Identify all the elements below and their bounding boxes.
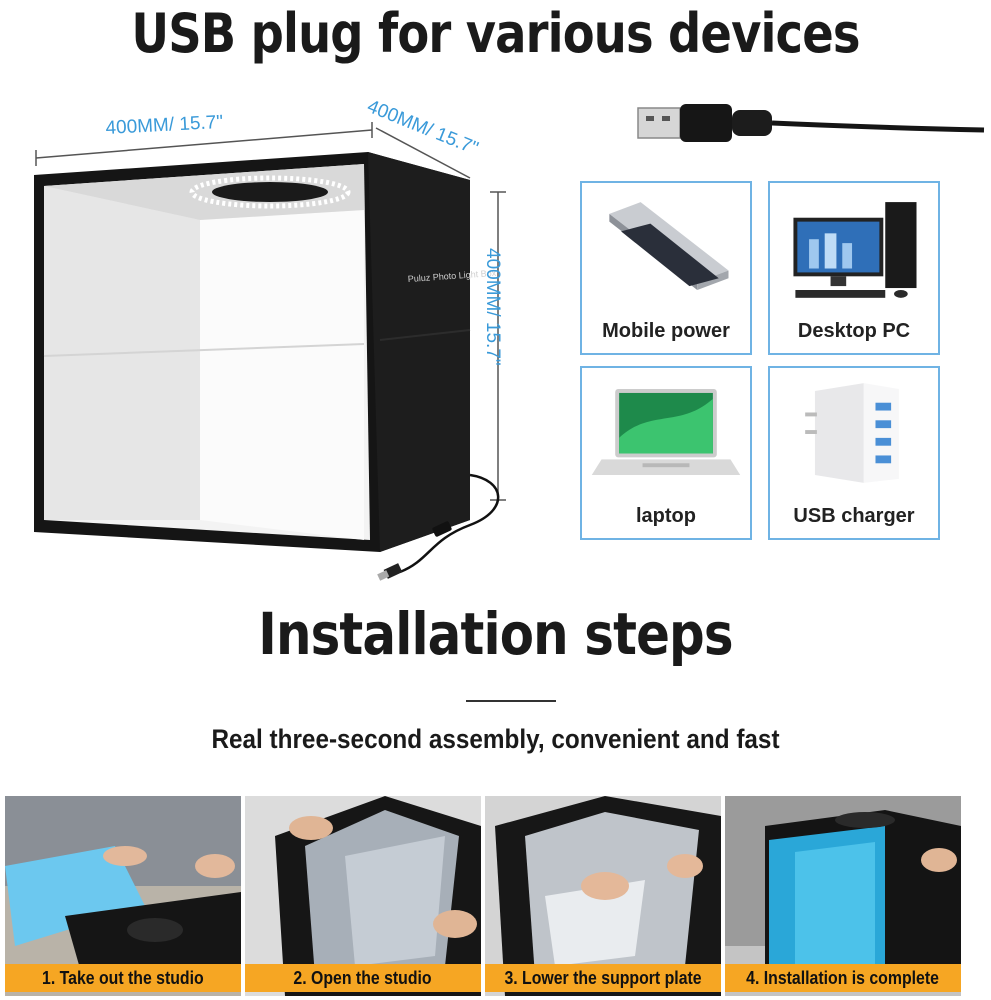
installation-title: Installation steps — [258, 600, 733, 668]
step-caption: 2. Open the studio — [245, 964, 481, 992]
device-label: Desktop PC — [797, 320, 911, 342]
device-label: laptop — [636, 505, 696, 527]
device-card-desktop-pc: Desktop PC — [768, 181, 940, 355]
height-dimension-label: 400MM/ 15.7" — [482, 248, 503, 366]
usb-charger-icon — [805, 383, 899, 483]
power-bank-icon — [609, 202, 729, 290]
page-title: USB plug for various devices — [131, 2, 860, 65]
install-step-2: 2. Open the studio — [245, 796, 481, 996]
install-step-4: 4. Installation is complete — [725, 796, 961, 996]
step-1-photo — [5, 796, 241, 996]
device-card-laptop: laptop — [580, 366, 752, 540]
step-3-photo — [485, 796, 721, 996]
step-caption: 4. Installation is complete — [725, 964, 961, 992]
step-caption: 3. Lower the support plate — [485, 964, 721, 992]
step-2-photo — [245, 796, 481, 996]
device-label: Mobile power — [602, 320, 730, 342]
usb-cable-image — [637, 104, 985, 142]
desktop-pc-icon — [793, 202, 917, 298]
step-caption: 1. Take out the studio — [5, 964, 241, 992]
installation-subtitle: Real three-second assembly, convenient a… — [211, 724, 780, 754]
device-label: USB charger — [793, 505, 915, 527]
install-step-1: 1. Take out the studio — [5, 796, 241, 996]
photo-light-box-image: Puluz Photo Light Box — [34, 122, 506, 581]
section-divider — [466, 700, 556, 702]
device-card-usb-charger: USB charger — [768, 366, 940, 540]
install-step-3: 3. Lower the support plate — [485, 796, 721, 996]
laptop-icon — [591, 389, 741, 475]
device-card-mobile-power: Mobile power — [580, 181, 752, 355]
